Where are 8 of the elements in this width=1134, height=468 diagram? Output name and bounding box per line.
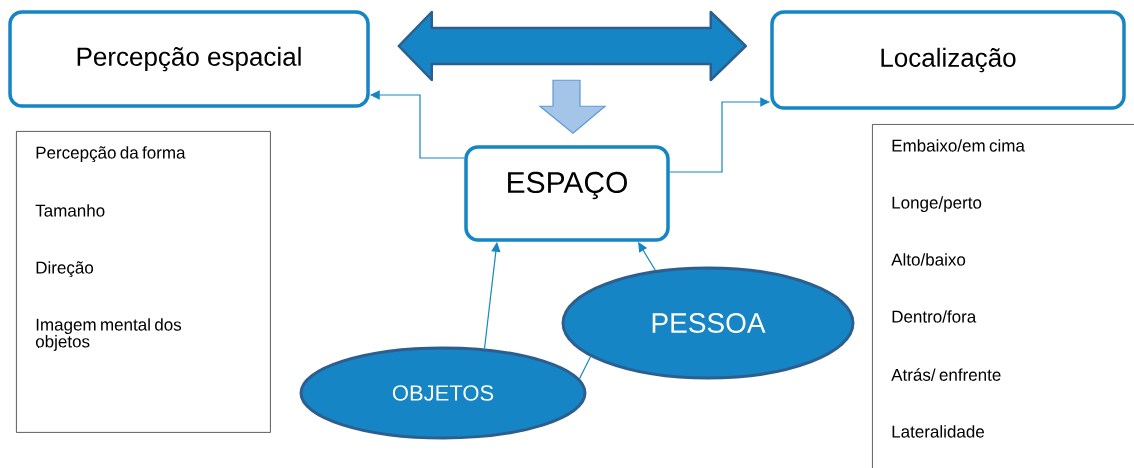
rounded-box: ESPAÇO <box>464 145 670 242</box>
rounded-box: Localização <box>770 10 1126 110</box>
list-box: Embaixo/em cima Longe/perto Alto/baixo Dentro/fora Atrás/ enfrente Lateralidade <box>872 124 1134 468</box>
connector-line <box>578 356 592 380</box>
list-box: Percepção da forma Tamanho Direção Imagem mental dos objetos <box>16 131 271 433</box>
double-block-arrow <box>397 10 747 82</box>
rounded-box: Percepção espacial <box>8 10 370 108</box>
block-arrow <box>538 79 607 134</box>
